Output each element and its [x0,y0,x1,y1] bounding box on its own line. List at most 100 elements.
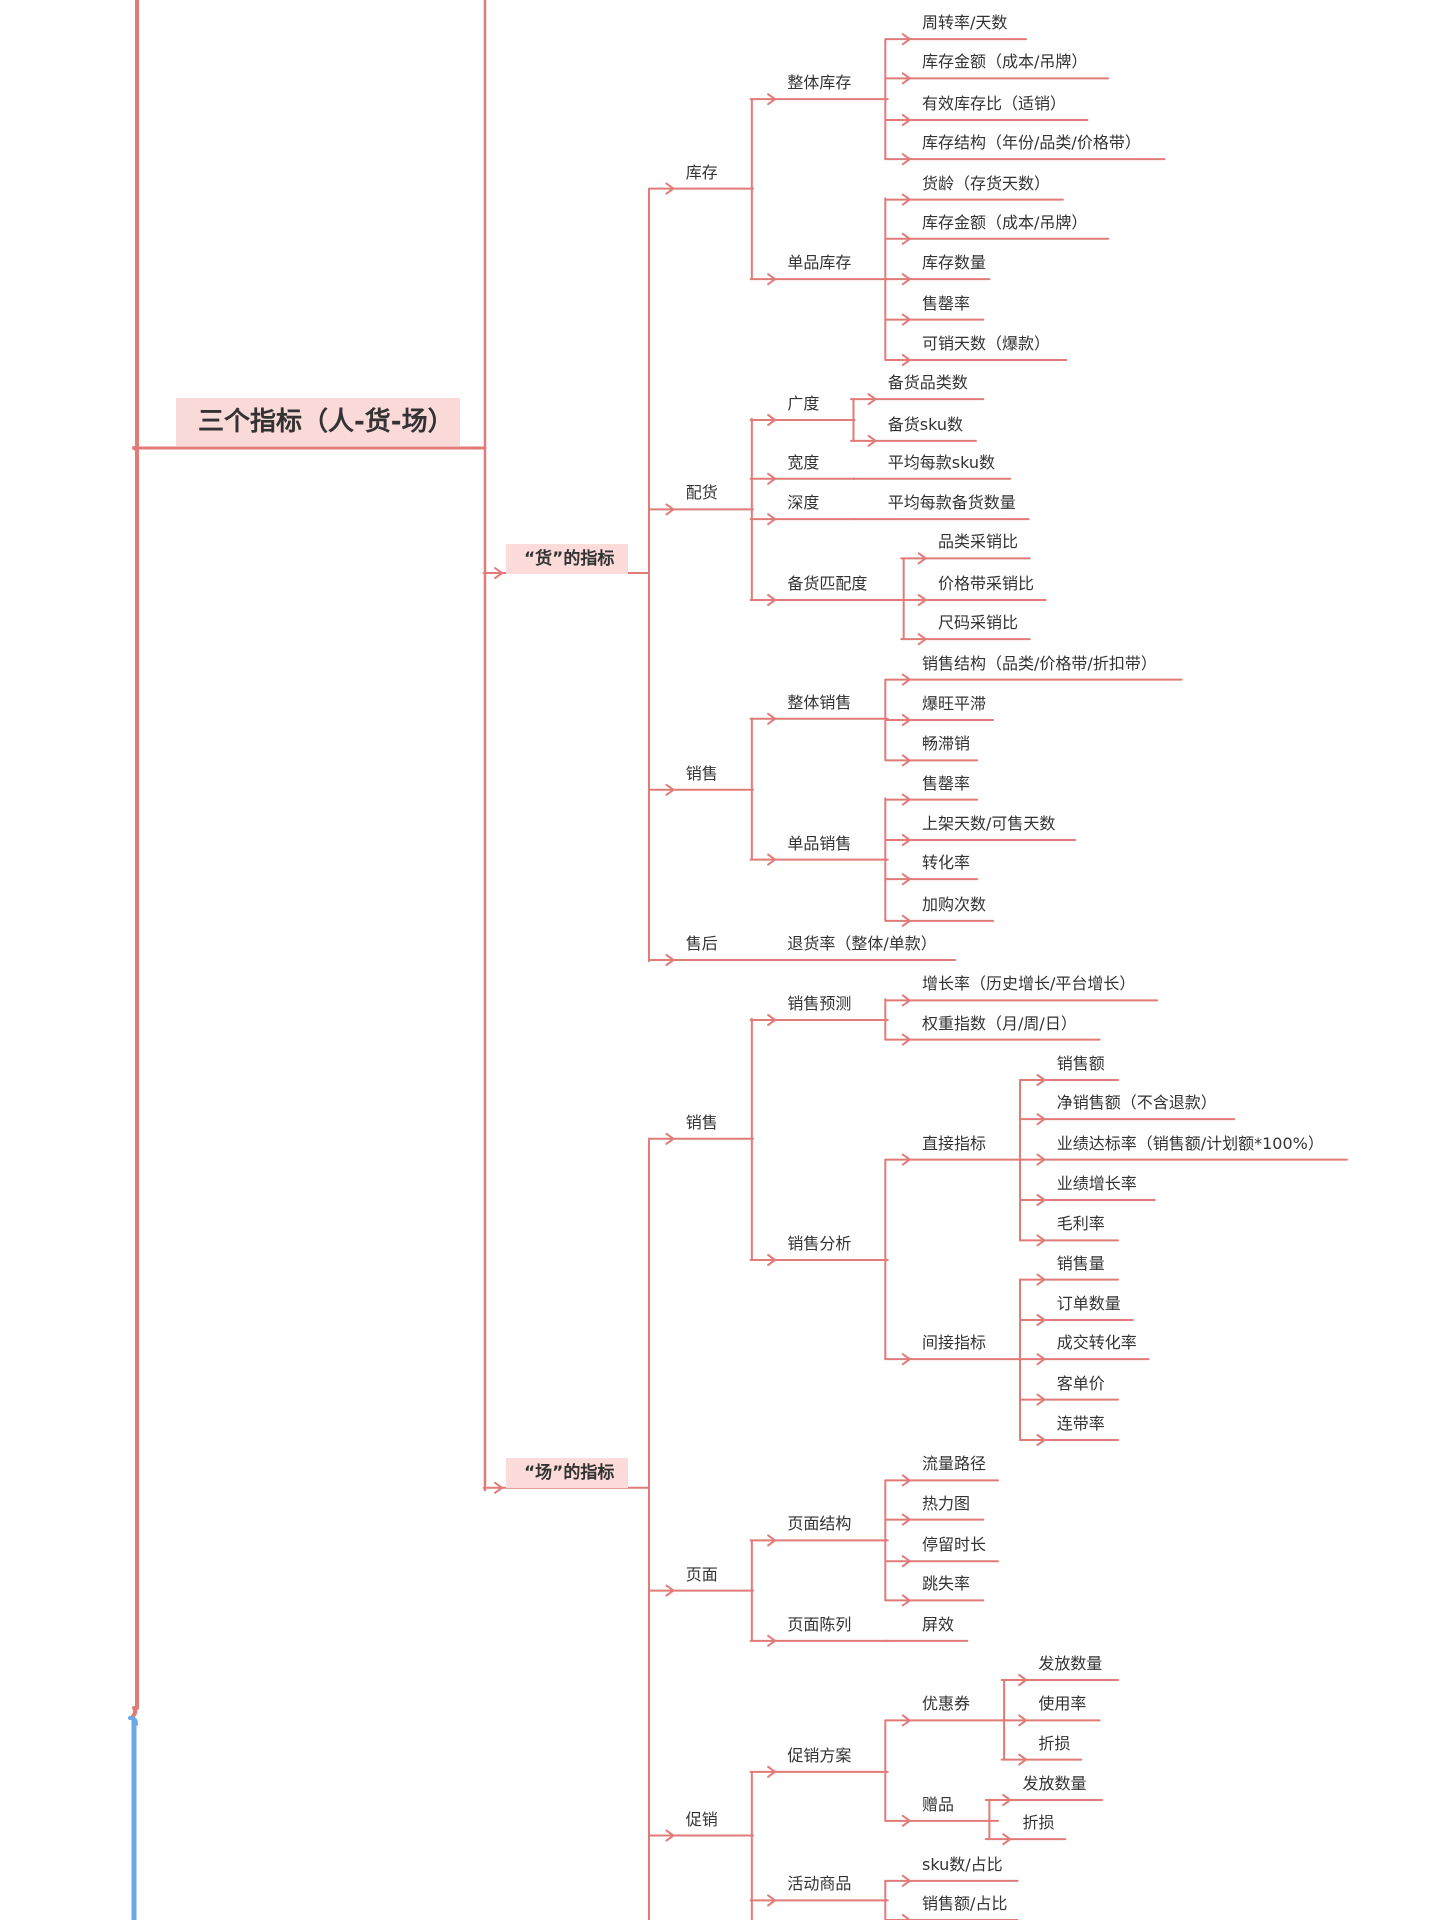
node-price-ratio[interactable]: 价格带采销比 [937,574,1034,594]
node-inventory[interactable]: 库存 [685,162,718,182]
node-sellout-rate-1[interactable]: 售罄率 [922,293,971,313]
node-days-sellable[interactable]: 可销天数（爆款） [922,334,1051,354]
node-overall-sales[interactable]: 整体销售 [787,692,852,712]
node-net-sales[interactable]: 净销售额（不含退款） [1056,1093,1217,1113]
node-usage-rate[interactable]: 使用率 [1038,1694,1087,1714]
arrow-conversion [901,873,911,886]
node-breadth[interactable]: 广度 [787,394,820,414]
arrow-inv-amount-1 [901,72,911,85]
node-sales-share[interactable]: 销售额/占比 [922,1894,1008,1914]
node-attach-rate[interactable]: 连带率 [1056,1414,1105,1434]
arrow-weight-index [901,1033,911,1046]
arrow-sales-goods [665,783,675,796]
arrow-activity-goods [767,1894,777,1907]
arrow-promotion [665,1829,675,1842]
node-sales-structure[interactable]: 销售结构（品类/价格带/折扣带） [922,653,1157,673]
root-node-label[interactable]: 三个指标（人-货-场） [198,407,454,437]
node-unit-price[interactable]: 客单价 [1056,1373,1105,1393]
node-allocation[interactable]: 配货 [685,483,718,503]
arrow-sales-venue [665,1132,675,1145]
arrow-gross-margin [1036,1234,1046,1247]
node-inv-structure[interactable]: 库存结构（年份/品类/价格带） [922,133,1141,153]
node-depth[interactable]: 深度 [787,493,820,513]
node-shelf-days[interactable]: 上架天数/可售天数 [922,814,1056,834]
node-perf-growth[interactable]: 业绩增长率 [1056,1174,1137,1194]
node-add-cart[interactable]: 加购次数 [922,894,987,914]
node-sku-count[interactable]: 备货sku数 [887,414,964,434]
node-size-ratio[interactable]: 尺码采销比 [937,613,1018,633]
node-sales-venue[interactable]: 销售 [685,1112,718,1132]
node-match[interactable]: 备货匹配度 [787,574,868,594]
arrow-order-count [1036,1314,1046,1326]
node-gift[interactable]: 赠品 [922,1794,955,1814]
node-sales-goods[interactable]: 销售 [685,763,718,783]
node-activity-goods[interactable]: 活动商品 [787,1874,852,1894]
node-avg-qty[interactable]: 平均每款备货数量 [887,493,1016,513]
node-after-sales[interactable]: 售后 [685,934,718,954]
arrow-inv-amount-2 [901,232,911,245]
node-hot-slow[interactable]: 爆旺平滞 [922,694,987,714]
node-direct[interactable]: 直接指标 [922,1133,987,1153]
node-page-display[interactable]: 页面陈列 [787,1614,852,1634]
node-heatmap[interactable]: 热力图 [922,1493,971,1513]
arrow-price-ratio [917,594,927,606]
node-turnover[interactable]: 周转率/天数 [922,13,1008,33]
node-gift-issued[interactable]: 发放数量 [1022,1774,1087,1794]
node-page-structure[interactable]: 页面结构 [787,1514,852,1534]
node-inv-amount-1[interactable]: 库存金额（成本/吊牌） [922,52,1088,72]
arrow-overall-sales [767,712,777,725]
node-coupon-loss[interactable]: 折损 [1038,1733,1071,1753]
node-order-count[interactable]: 订单数量 [1056,1294,1121,1314]
node-indirect[interactable]: 间接指标 [922,1333,987,1353]
node-growth-rate[interactable]: 增长率（历史增长/平台增长） [922,974,1136,994]
node-page[interactable]: 页面 [685,1564,718,1584]
node-avg-sku[interactable]: 平均每款sku数 [887,452,996,472]
node-stock-age[interactable]: 货龄（存货天数） [922,173,1051,193]
arrow-bounce-rate [901,1594,911,1607]
node-dwell-time[interactable]: 停留时长 [922,1535,987,1555]
venue-category-label[interactable]: “场”的指标 [524,1463,615,1483]
arrow-traffic-path [901,1474,911,1487]
node-coupon[interactable]: 优惠券 [922,1694,971,1714]
node-sales-volume[interactable]: 销售量 [1056,1253,1105,1273]
node-inv-quantity[interactable]: 库存数量 [922,253,987,273]
blue-branch-bend [128,1716,138,1726]
node-promotion[interactable]: 促销 [685,1809,718,1829]
node-cat-ratio[interactable]: 品类采销比 [937,532,1018,552]
node-target-rate[interactable]: 业绩达标率（销售额/计划额*100%） [1056,1133,1324,1153]
arrow-promo-plan [767,1765,777,1778]
arrow-sku-share [901,1874,911,1887]
goods-category-label[interactable]: “货”的指标 [524,549,615,569]
node-overall-inventory[interactable]: 整体库存 [787,73,852,93]
arrow-analysis [767,1254,777,1266]
node-forecast[interactable]: 销售预测 [787,994,852,1014]
node-conversion[interactable]: 转化率 [922,853,971,873]
arrow-growth-rate [901,994,911,1007]
node-effective-inv-ratio[interactable]: 有效库存比（适销） [922,94,1067,114]
node-category-count[interactable]: 备货品类数 [887,373,968,393]
node-sales-amount[interactable]: 销售额 [1056,1054,1105,1074]
node-sku-share[interactable]: sku数/占比 [922,1854,1003,1874]
node-analysis[interactable]: 销售分析 [787,1234,852,1254]
node-weight-index[interactable]: 权重指数（月/周/日） [922,1013,1077,1033]
node-gift-loss[interactable]: 折损 [1022,1813,1055,1833]
arrow-forecast [767,1014,777,1026]
node-single-inventory[interactable]: 单品库存 [787,253,852,273]
node-deal-conversion[interactable]: 成交转化率 [1056,1333,1137,1353]
node-sellout-rate-2[interactable]: 售罄率 [922,773,971,793]
venue-category-background [506,1458,628,1488]
arrow-indirect [901,1353,911,1366]
node-single-sales[interactable]: 单品销售 [787,833,852,853]
node-promo-plan[interactable]: 促销方案 [787,1745,852,1765]
node-bounce-rate[interactable]: 跳失率 [922,1574,971,1594]
node-inv-amount-2[interactable]: 库存金额（成本/吊牌） [922,212,1088,232]
node-screen-eff[interactable]: 屏效 [922,1614,955,1634]
arrow-days-sellable [901,354,911,366]
node-traffic-path[interactable]: 流量路径 [922,1454,987,1474]
node-gross-margin[interactable]: 毛利率 [1056,1214,1105,1234]
node-best-slow[interactable]: 畅滞销 [922,734,971,754]
node-width[interactable]: 宽度 [787,452,820,472]
arrow-net-sales [1036,1113,1046,1126]
node-return-rate[interactable]: 退货率（整体/单款） [787,934,937,954]
node-coupon-issued[interactable]: 发放数量 [1038,1654,1103,1674]
